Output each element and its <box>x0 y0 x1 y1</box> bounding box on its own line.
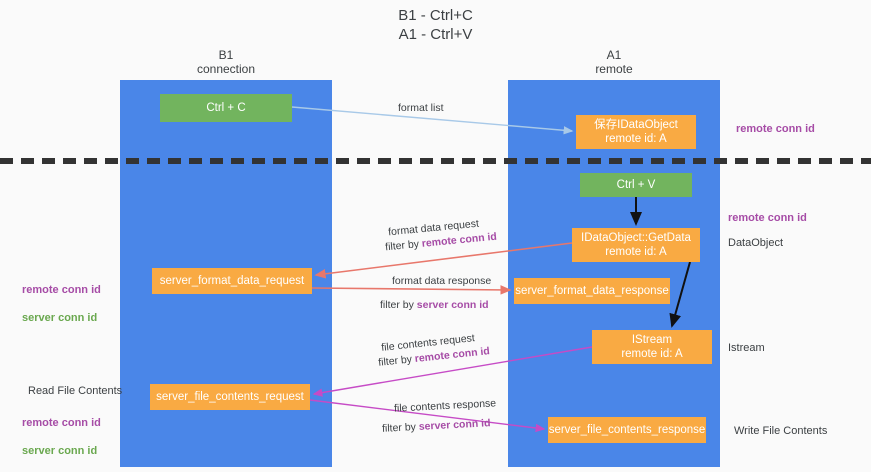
node-server-format-data-request[interactable]: server_format_data_request <box>152 268 312 294</box>
note-write-file-contents: Write File Contents <box>734 425 828 437</box>
edge-label-format-data-response-filter: filter by server conn id <box>380 298 489 312</box>
edge-label-format-list: format list <box>398 102 444 114</box>
edge-label-file-contents-response: file contents response <box>393 397 497 415</box>
note-remote-conn-id-mid: remote conn id <box>728 212 807 224</box>
column-title-b1: B1 connection <box>196 48 256 76</box>
note-remote-conn-id-top: remote conn id <box>736 123 815 135</box>
filter-prefix: filter by <box>384 237 423 254</box>
note-istream: Istream <box>728 342 765 354</box>
edge-label-format-data-response: format data response <box>392 275 492 287</box>
filter-value-server-conn-id: server conn id <box>418 417 491 433</box>
node-ctrl-v[interactable]: Ctrl + V <box>580 173 692 197</box>
node-ctrl-c[interactable]: Ctrl + C <box>160 94 292 122</box>
filter-value-server-conn-id: server conn id <box>416 299 489 311</box>
phase-divider <box>0 158 871 164</box>
note-dataobject: DataObject <box>728 237 784 249</box>
node-save-idataobject[interactable]: 保存IDataObject remote id: A <box>576 115 696 149</box>
node-istream[interactable]: IStream remote id: A <box>592 330 712 364</box>
note-server-conn-id: server conn id <box>22 445 98 457</box>
filter-prefix: filter by <box>380 299 417 311</box>
note-server-conn-id: server conn id <box>22 312 98 324</box>
node-idataobject-getdata[interactable]: IDataObject::GetData remote id: A <box>572 228 700 262</box>
page-title: B1 - Ctrl+C A1 - Ctrl+V <box>398 7 473 43</box>
filter-prefix: filter by <box>377 353 416 369</box>
filter-prefix: filter by <box>381 420 420 435</box>
node-server-format-data-response[interactable]: server_format_data_response <box>514 278 670 304</box>
note-read-file-contents: Read File Contents <box>28 385 123 397</box>
note-conn-ids-bottom: remote conn id server conn id <box>22 402 101 472</box>
note-remote-conn-id: remote conn id <box>22 284 101 296</box>
node-server-file-contents-request[interactable]: server_file_contents_request <box>150 384 310 410</box>
note-conn-ids-top: remote conn id server conn id <box>22 269 101 339</box>
node-server-file-contents-response[interactable]: server_file_contents_response <box>548 417 706 443</box>
column-title-a1: A1 remote <box>595 48 633 76</box>
note-remote-conn-id: remote conn id <box>22 417 101 429</box>
edge-label-file-contents-response-filter: filter by server conn id <box>382 416 491 436</box>
